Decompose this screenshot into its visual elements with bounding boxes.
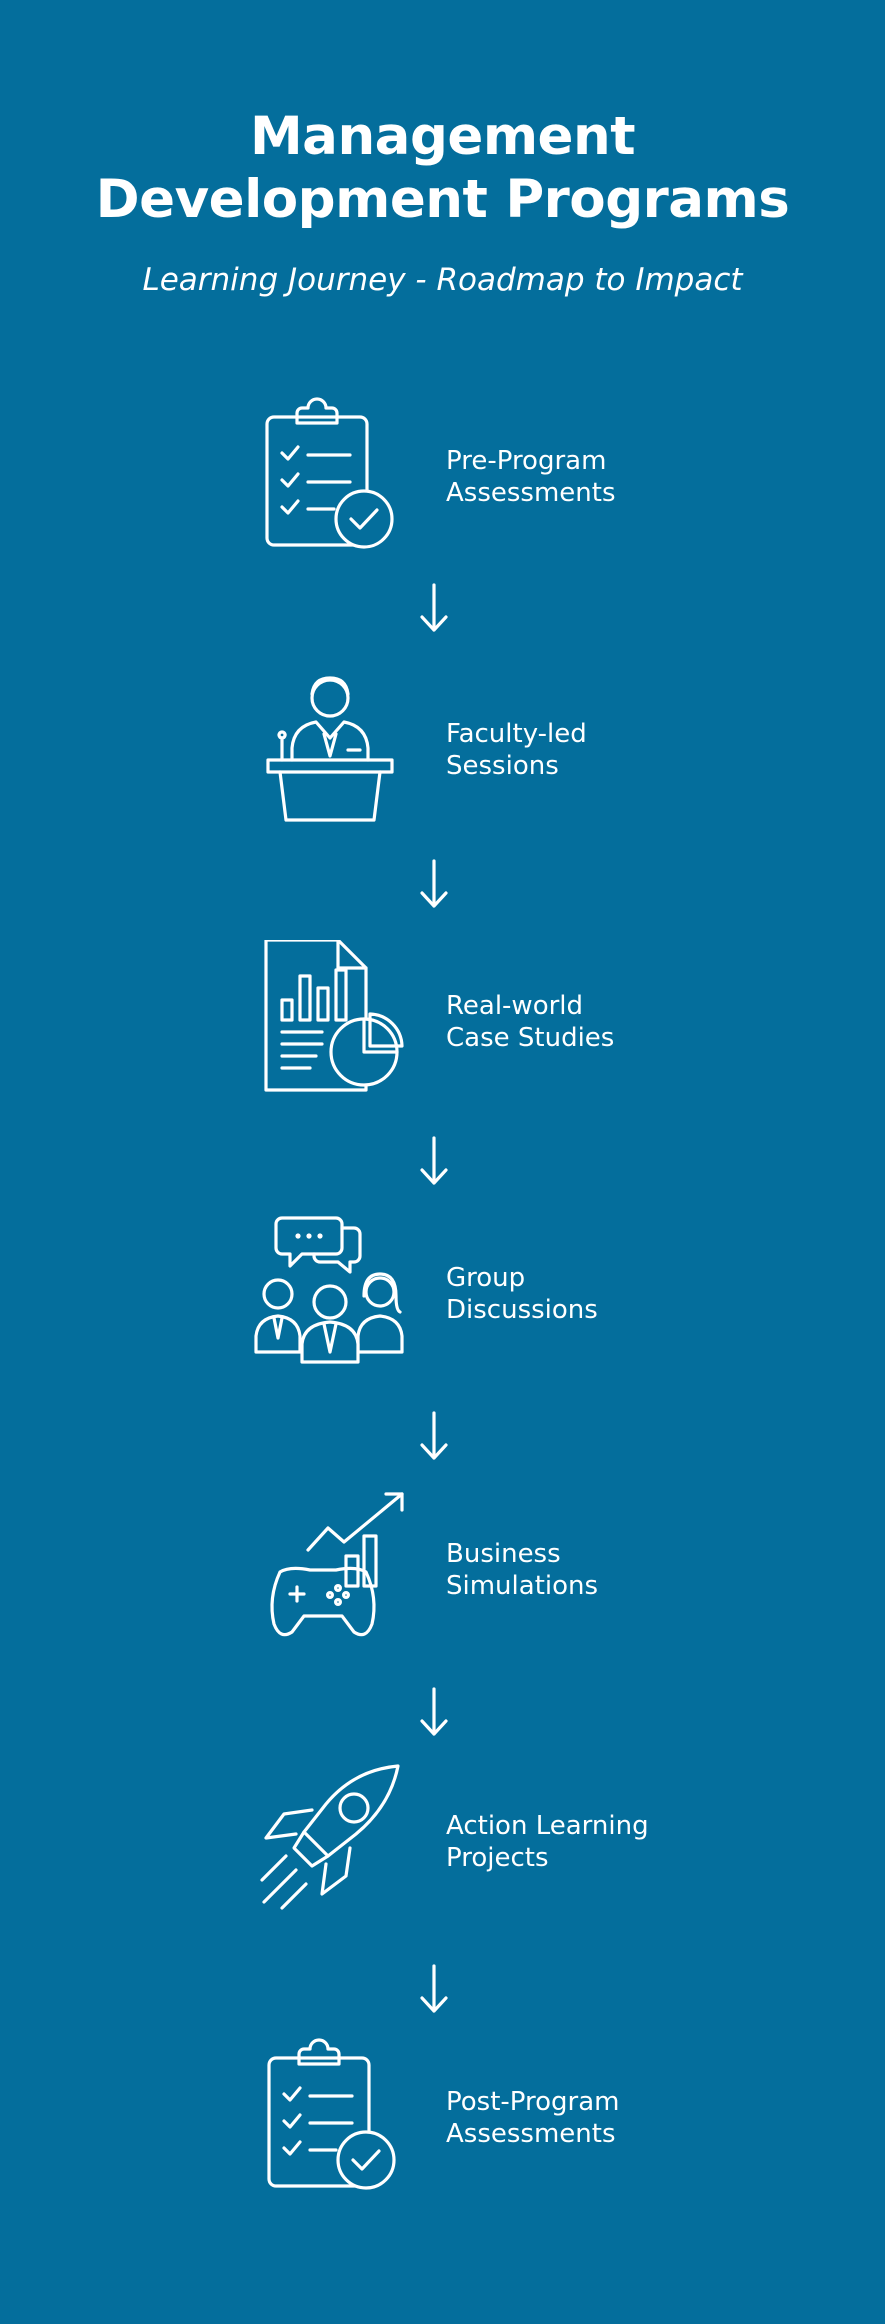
- clipboard-check-icon: [250, 2036, 410, 2196]
- step-pre-program-assessments: Pre-Program Assessments: [0, 395, 885, 555]
- page-title: Management Development Programs: [0, 105, 885, 231]
- title-line-2: Development Programs: [95, 169, 790, 230]
- clipboard-check-icon: [250, 395, 410, 555]
- down-arrow-icon: [418, 582, 450, 634]
- step-post-program-assessments: Post-Program Assessments: [0, 2036, 885, 2196]
- step-label-line-1: Group: [446, 1263, 526, 1293]
- step-label: Post-Program Assessments: [446, 2086, 619, 2150]
- rocket-icon: [250, 1760, 410, 1920]
- step-label-line-1: Faculty-led: [446, 719, 587, 749]
- step-label-line-1: Pre-Program: [446, 446, 607, 476]
- step-label-line-2: Discussions: [446, 1295, 598, 1325]
- down-arrow-icon: [418, 1686, 450, 1738]
- step-label-line-1: Real-world: [446, 991, 584, 1021]
- step-label-line-2: Case Studies: [446, 1023, 615, 1053]
- step-label-line-1: Business: [446, 1539, 561, 1569]
- down-arrow-icon: [418, 1963, 450, 2015]
- step-faculty-led-sessions: Faculty-led Sessions: [0, 668, 885, 828]
- step-label: Faculty-led Sessions: [446, 718, 587, 782]
- step-label-line-2: Simulations: [446, 1571, 599, 1601]
- down-arrow-icon: [418, 1135, 450, 1187]
- step-label-line-1: Post-Program: [446, 2087, 620, 2117]
- down-arrow-icon: [418, 858, 450, 910]
- step-label: Business Simulations: [446, 1538, 598, 1602]
- step-group-discussions: Group Discussions: [0, 1212, 885, 1372]
- step-label: Pre-Program Assessments: [446, 445, 616, 509]
- group-chat-icon: [250, 1212, 410, 1372]
- step-label-line-2: Assessments: [446, 2119, 616, 2149]
- step-label-line-1: Action Learning: [446, 1811, 649, 1841]
- step-action-learning-projects: Action Learning Projects: [0, 1760, 885, 1920]
- gamepad-growth-icon: [250, 1488, 410, 1648]
- title-line-1: Management: [249, 106, 636, 167]
- step-real-world-case-studies: Real-world Case Studies: [0, 940, 885, 1100]
- step-label-line-2: Assessments: [446, 478, 616, 508]
- step-label-line-2: Projects: [446, 1843, 549, 1873]
- step-label-line-2: Sessions: [446, 751, 559, 781]
- report-chart-icon: [250, 940, 410, 1100]
- presenter-podium-icon: [250, 668, 410, 828]
- page-subtitle: Learning Journey - Roadmap to Impact: [142, 262, 743, 298]
- step-label: Action Learning Projects: [446, 1810, 649, 1874]
- down-arrow-icon: [418, 1410, 450, 1462]
- step-business-simulations: Business Simulations: [0, 1488, 885, 1648]
- step-label: Real-world Case Studies: [446, 990, 614, 1054]
- step-label: Group Discussions: [446, 1262, 598, 1326]
